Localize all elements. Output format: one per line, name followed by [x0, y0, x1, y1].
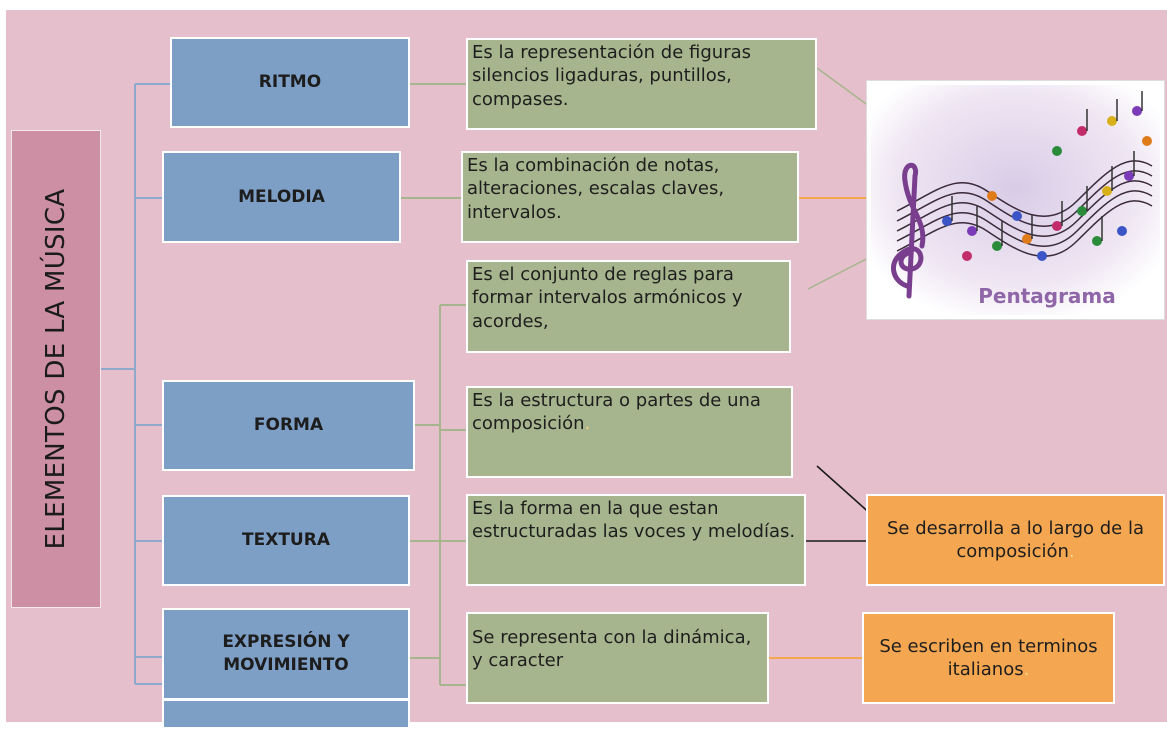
note-composicion-text: Se desarrolla a lo largo de la composici… [886, 517, 1144, 562]
desc-textura: Es la forma en la que estan estructurada… [466, 494, 806, 586]
element-melodia: MELODIA [162, 151, 401, 243]
note-italianos-text: Se escriben en terminos italianos [879, 635, 1098, 680]
desc-ritmo: Es la representación de figuras silencio… [466, 38, 817, 130]
note-composicion: Se desarrolla a lo largo de la composici… [866, 494, 1165, 586]
desc-melodia: Es la combinación de notas, alteraciones… [461, 151, 799, 243]
desc-ritmo-text: Es la representación de figuras silencio… [472, 42, 751, 110]
desc-expresion-text: Se representa con la dinámica, y caracte… [472, 627, 752, 672]
pentagrama-illustration: Pentagrama [871, 85, 1160, 315]
desc-melodia-text: Es la combinación de notas, alteraciones… [467, 155, 725, 223]
desc-armonia: Es el conjunto de reglas para formar int… [466, 260, 791, 353]
element-forma: FORMA [162, 380, 415, 471]
desc-forma: Es la estructura o partes de una composi… [466, 386, 793, 478]
element-ritmo-label: RITMO [258, 72, 322, 93]
title-box: ELEMENTOS DE LA MÚSICA [11, 130, 101, 608]
pentagrama-image: Pentagrama [866, 80, 1165, 320]
element-melodia-label: MELODIA [238, 186, 325, 207]
note-italianos: Se escriben en terminos italianos. [862, 612, 1115, 704]
diagram-title: ELEMENTOS DE LA MÚSICA [41, 188, 71, 550]
desc-forma-dot: . [584, 413, 591, 435]
pentagrama-caption: Pentagrama [978, 284, 1116, 308]
element-textura: TEXTURA [162, 495, 410, 586]
element-ritmo: RITMO [170, 37, 410, 128]
desc-forma-text: Es la estructura o partes de una composi… [472, 390, 761, 435]
desc-armonia-text: Es el conjunto de reglas para formar int… [472, 264, 743, 332]
element-forma-label: FORMA [253, 415, 324, 436]
element-textura-label: TEXTURA [242, 530, 330, 551]
element-extra-box [162, 699, 410, 729]
element-expresion-label: EXPRESIÓN Y MOVIMIENTO [222, 632, 350, 675]
desc-expresion: Se representa con la dinámica, y caracte… [466, 612, 769, 704]
element-expresion: EXPRESIÓN Y MOVIMIENTO [162, 608, 410, 700]
desc-textura-text: Es la forma en la que estan estructurada… [472, 498, 796, 543]
